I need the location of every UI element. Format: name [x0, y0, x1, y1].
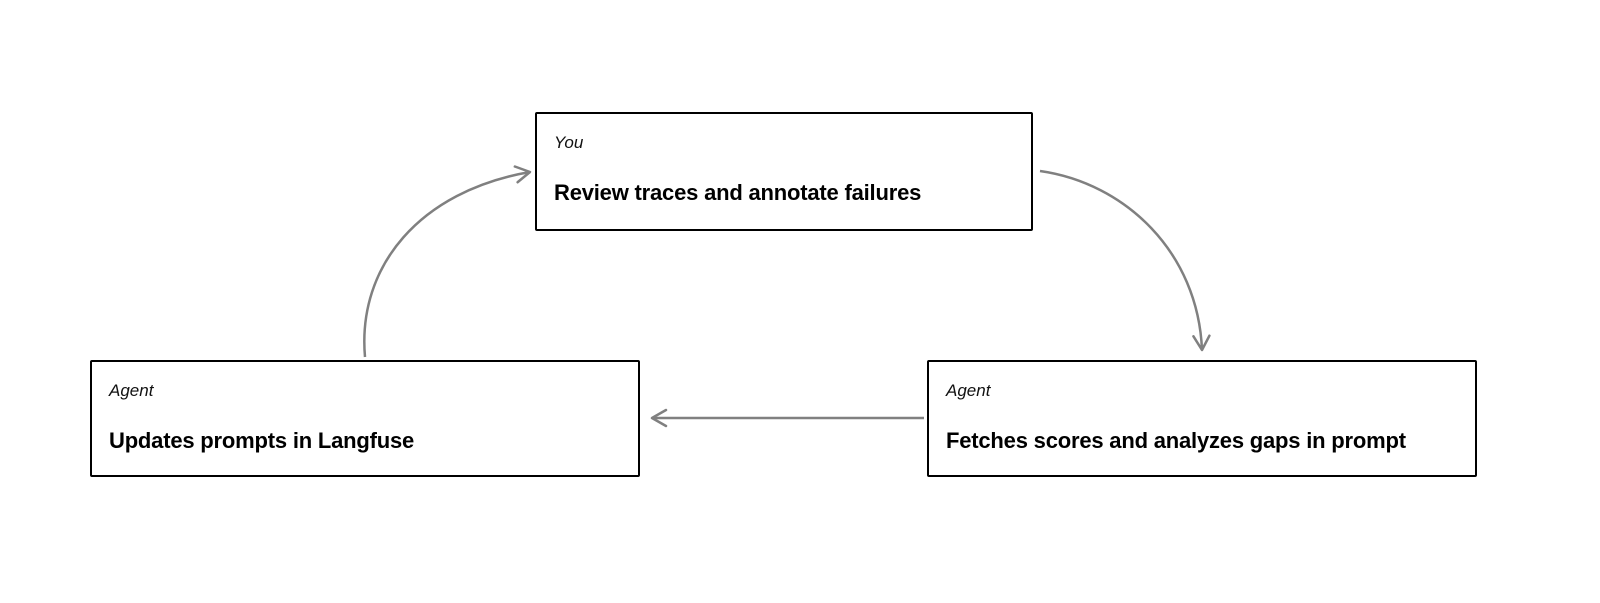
node-title: Updates prompts in Langfuse — [109, 428, 415, 454]
node-role-label: Agent — [109, 381, 154, 400]
node-fetches-scores: Agent Fetches scores and analyzes gaps i… — [927, 360, 1477, 477]
arrow-update-to-review — [363, 165, 532, 358]
node-title: Fetches scores and analyzes gaps in prom… — [946, 428, 1406, 454]
node-role-label: You — [554, 133, 584, 152]
node-title: Review traces and annotate failures — [554, 180, 922, 206]
arrow-review-to-fetch — [1039, 169, 1211, 352]
node-updates-prompts: Agent Updates prompts in Langfuse — [90, 360, 640, 477]
node-review-traces: You Review traces and annotate failures — [535, 112, 1033, 231]
node-role-label: Agent — [946, 381, 991, 400]
